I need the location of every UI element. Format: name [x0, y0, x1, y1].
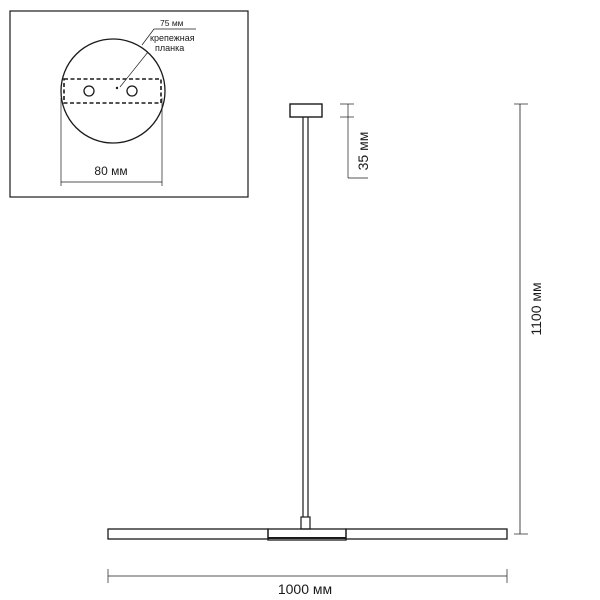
total-width-label: 1000 мм: [278, 581, 332, 597]
light-bar-right: [345, 528, 508, 540]
total-width-dimension: 1000 мм: [107, 569, 508, 597]
width-label: 80 мм: [94, 164, 127, 178]
canopy-height-label: 35 мм: [355, 132, 371, 171]
ceiling-canopy: [289, 103, 323, 118]
bracket-label-line2: планка: [155, 43, 184, 53]
lamp-drawing: [107, 103, 508, 541]
inset-frame: [9, 10, 249, 198]
bracket-label-line1: крепежная: [150, 33, 195, 43]
total-height-dimension: 1100 мм: [514, 103, 544, 535]
canopy-plate-circle: [60, 38, 166, 144]
total-height-label: 1100 мм: [528, 282, 544, 335]
plate-diameter-label: 75 мм: [160, 18, 184, 28]
bracket-center-point: [115, 86, 119, 90]
mounting-plate-inset: 75 мм крепежная планка 80 мм: [9, 10, 249, 198]
plate-diameter-leader-diag: [141, 28, 155, 46]
bracket-leader: [119, 51, 149, 88]
bracket-hole-left: [83, 85, 95, 97]
rod-joint: [300, 516, 311, 530]
bracket-hole-right: [126, 85, 138, 97]
mounting-bracket: [63, 78, 162, 104]
canopy-height-dimension: 35 мм: [340, 103, 371, 179]
light-bar-left: [107, 528, 269, 540]
